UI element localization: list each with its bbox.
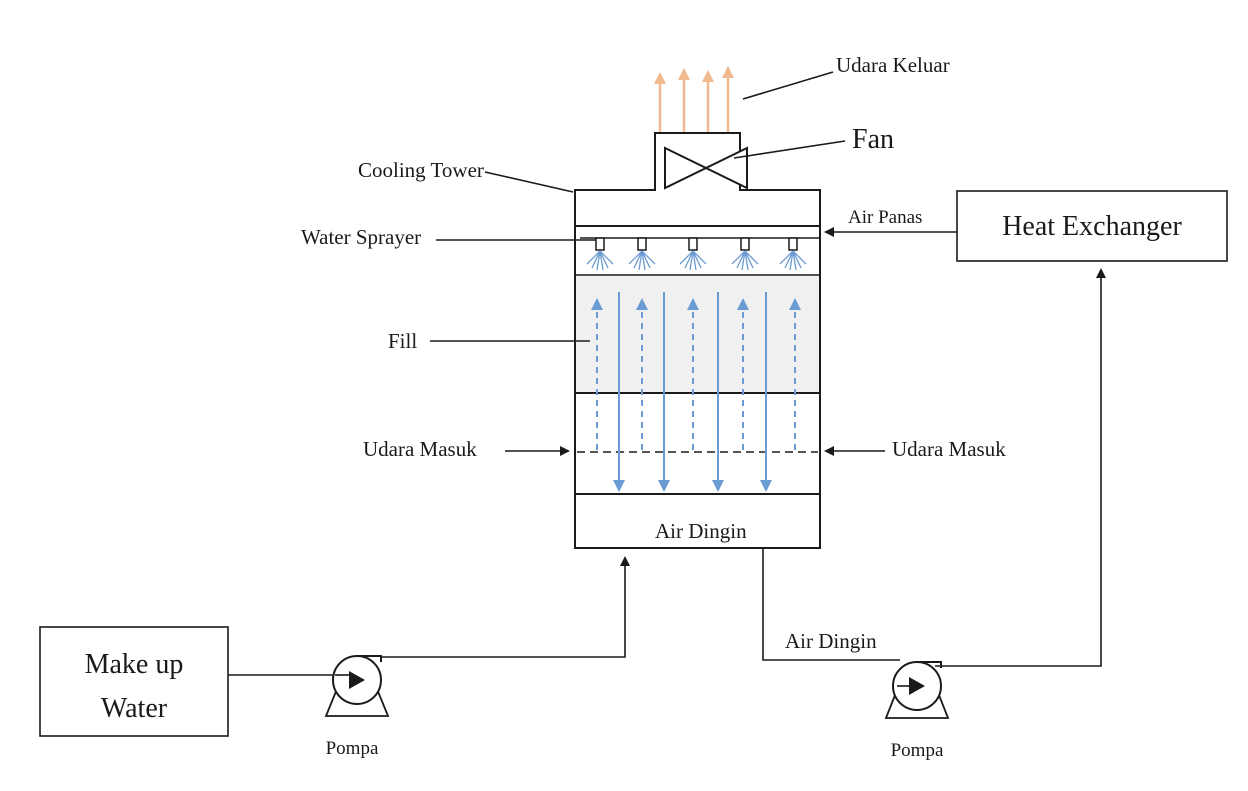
- nozzle-icon: [628, 237, 656, 271]
- fill-zone: [576, 275, 819, 393]
- sprayer-nozzles: [586, 237, 807, 271]
- fill-label: Fill: [388, 329, 417, 353]
- cooling-tower-leader: [484, 171, 574, 193]
- udara-keluar-leader: [742, 71, 834, 100]
- fan-icon: [664, 146, 748, 190]
- air-panas-label: Air Panas: [848, 207, 922, 228]
- make-up-label-line1: Make up: [85, 649, 184, 680]
- pompa-right-label: Pompa: [891, 740, 944, 761]
- nozzle-icon: [679, 237, 707, 271]
- make-up-label-line2: Water: [101, 693, 168, 724]
- make-up-water-box: [39, 626, 229, 737]
- pipe-to-heat-exchanger: [935, 268, 1106, 667]
- heat-exchanger-label: Heat Exchanger: [1002, 211, 1182, 242]
- fan-leader: [733, 140, 846, 159]
- water-down-arrows: [613, 292, 772, 492]
- water-sprayer-label: Water Sprayer: [301, 225, 421, 249]
- air-up-arrows: [591, 298, 801, 450]
- udara-masuk-left-label: Udara Masuk: [363, 437, 477, 461]
- cooling-tower-body: [574, 132, 821, 549]
- heat-exchanger-box: [956, 190, 1228, 262]
- pump-left-icon: [324, 655, 390, 717]
- fan-label: Fan: [852, 124, 894, 155]
- udara-masuk-right-label: Udara Masuk: [892, 437, 1006, 461]
- air-dingin-pipe-label: Air Dingin: [785, 629, 877, 653]
- exhaust-arrows: [654, 66, 734, 132]
- cooling-tower-label: Cooling Tower: [358, 158, 484, 182]
- nozzle-icon: [586, 237, 614, 271]
- cold-water-outlet-pipe: [762, 549, 900, 661]
- nozzle-icon: [731, 237, 759, 271]
- pompa-left-label: Pompa: [326, 738, 379, 759]
- pump-right-icon: [884, 661, 950, 719]
- udara-keluar-label: Udara Keluar: [836, 53, 950, 77]
- air-dingin-basin-label: Air Dingin: [655, 519, 747, 543]
- nozzle-icon: [779, 237, 807, 271]
- make-up-pipe-to-tower: [381, 556, 630, 658]
